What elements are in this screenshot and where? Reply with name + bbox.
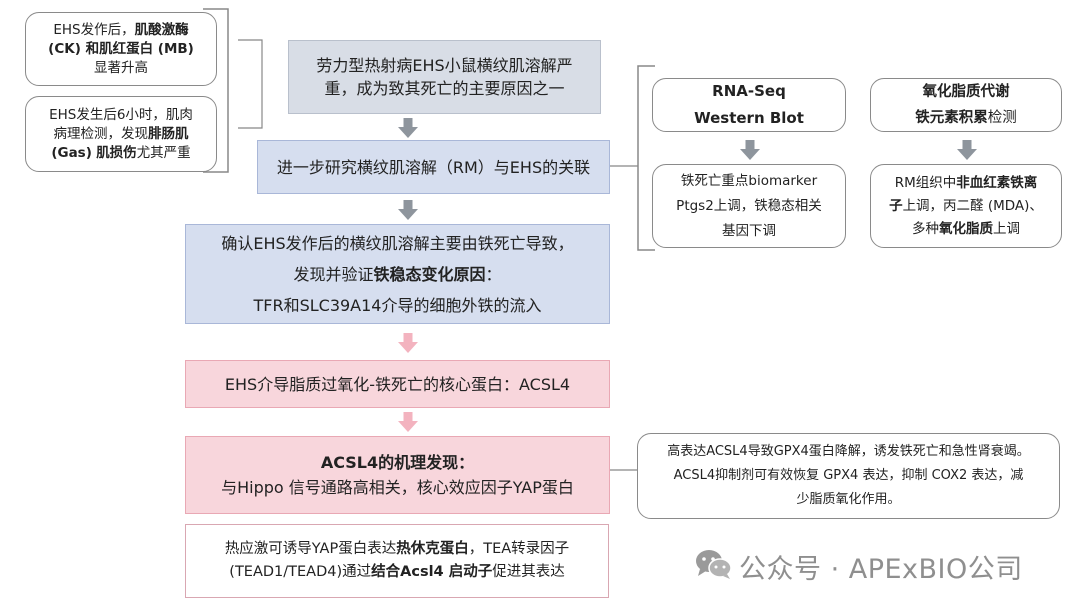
result-iron-l2-bold: 子 [889, 197, 903, 214]
flow-step-3-line3: TFR和SLC39A14介导的细胞外铁的流入 [253, 295, 542, 315]
note-gas-paren: (Gas) [51, 144, 92, 161]
left-bracket [203, 8, 229, 173]
result-iron-l1-bold: 非血红素铁离 [956, 174, 1038, 191]
note-gas-line1: EHS发生后6小时，肌肉 [49, 106, 193, 123]
result-iron: RM组织中非血红素铁离 子上调，丙二醛 (MDA)、 多种氧化脂质上调 [870, 164, 1062, 248]
flow-step-2: 进一步研究横纹肌溶解（RM）与EHS的关联 [257, 140, 610, 194]
flow-step-1-text: 劳力型热射病EHS小鼠横纹肌溶解严重，成为致其死亡的主要原因之一 [316, 56, 573, 98]
flow-step-3-line2-bold: 铁稳态变化原因 [373, 264, 486, 284]
acsl4-note-line3: 少脂质氧化作用。 [796, 492, 901, 507]
method-lipid-head1: 氧化脂质代谢 [922, 84, 1010, 100]
result-rnaseq: 铁死亡重点biomarker Ptgs2上调，铁稳态相关 基因下调 [652, 164, 846, 248]
flow-step-1: 劳力型热射病EHS小鼠横纹肌溶解严重，成为致其死亡的主要原因之一 [288, 40, 601, 114]
method-rnaseq-head1: RNA-Seq [712, 82, 786, 100]
wechat-icon [694, 547, 734, 581]
flow-step-4: EHS介导脂质过氧化-铁死亡的核心蛋白：ACSL4 [185, 360, 610, 408]
acsl4-note: 高表达ACSL4导致GPX4蛋白降解，诱发铁死亡和急性肾衰竭。 ACSL4抑制剂… [637, 433, 1060, 519]
note-gas-line2: 病理检测，发现 [53, 125, 149, 142]
result-rnaseq-line3: 基因下调 [722, 222, 776, 239]
flow-step-5-title: ACSL4的机理发现： [320, 453, 475, 472]
note-gas: EHS发生后6小时，肌肉 病理检测，发现腓肠肌 (Gas) 肌损伤尤其严重 [25, 96, 217, 172]
flow-step-6-l1-pre: 热应激可诱导YAP蛋白表达 [224, 541, 397, 557]
watermark-text: 公众号 · APExBIO公司 [739, 554, 1023, 585]
flow-step-6: 热应激可诱导YAP蛋白表达热休克蛋白，TEA转录因子 (TEAD1/TEAD4)… [185, 524, 609, 598]
result-rnaseq-line1: 铁死亡重点biomarker [680, 172, 818, 189]
note-ck-line2: (CK) 和 [48, 40, 100, 57]
flow-step-3-line2-pre: 发现并验证 [293, 264, 374, 284]
result-iron-l3-pre: 多种 [912, 220, 939, 237]
note-mb-bold: 肌红蛋白 (MB) [99, 40, 194, 57]
flow-step-5-line2: 与Hippo 信号通路高相关，核心效应因子YAP蛋白 [221, 478, 574, 497]
result-iron-l3-post: 上调 [993, 220, 1020, 237]
flow-step-6-l2-post: 促进其表达 [492, 564, 565, 580]
arrow-down-icon [398, 118, 418, 138]
flow-step-3: 确认EHS发作后的横纹肌溶解主要由铁死亡导致， 发现并验证铁稳态变化原因： TF… [185, 224, 610, 324]
flow-step-3-line2-post: ： [485, 264, 502, 284]
result-iron-l3-bold: 氧化脂质 [939, 220, 993, 237]
note-ck-text: EHS发作后， [53, 21, 135, 38]
flow-step-6-l2-pre: (TEAD1/TEAD4)通过 [229, 564, 372, 580]
method-rnaseq: RNA-Seq Western Blot [652, 78, 846, 132]
arrow-down-icon [957, 140, 977, 160]
flow-step-4-text: EHS介导脂质过氧化-铁死亡的核心蛋白：ACSL4 [224, 374, 571, 394]
right-bracket [637, 65, 655, 251]
flow-step-6-l1-post: ，TEA转录因子 [468, 541, 570, 557]
note-gas-bold1: 腓肠肌 [148, 125, 189, 142]
note-ck-bold: 肌酸激酶 [134, 21, 189, 38]
arrow-down-icon [740, 140, 760, 160]
note-gas-end: 尤其严重 [136, 144, 191, 161]
flow-step-2-text: 进一步研究横纹肌溶解（RM）与EHS的关联 [276, 157, 591, 177]
flow-step-6-l1-bold: 热休克蛋白 [396, 541, 469, 557]
arrow-down-icon [398, 200, 418, 220]
arrow-down-icon [398, 412, 418, 432]
note-gas-bold2: 肌损伤 [96, 144, 137, 161]
method-iron-head-bold: 铁元素积累 [915, 110, 988, 126]
left-bracket-link [238, 39, 263, 129]
note-ck-line3: 显著升高 [94, 59, 148, 76]
arrow-down-icon [398, 333, 418, 353]
result-iron-l2-post: 上调，丙二醛 (MDA)、 [902, 197, 1043, 214]
flow-step-3-line1: 确认EHS发作后的横纹肌溶解主要由铁死亡导致， [221, 233, 574, 253]
method-rnaseq-head2: Western Blot [694, 109, 804, 127]
flow-step-5: ACSL4的机理发现： 与Hippo 信号通路高相关，核心效应因子YAP蛋白 [185, 436, 610, 514]
method-iron-head-post: 检测 [987, 110, 1017, 126]
acsl4-note-line2: ACSL4抑制剂可有效恢复 GPX4 表达，抑制 COX2 表达，减 [673, 468, 1024, 483]
result-rnaseq-line2: Ptgs2上调，铁稳态相关 [676, 197, 822, 214]
result-iron-l1-pre: RM组织中 [894, 174, 957, 191]
acsl4-note-line1: 高表达ACSL4导致GPX4蛋白降解，诱发铁死亡和急性肾衰竭。 [667, 444, 1030, 459]
flow-step-6-l2-bold: 结合Acsl4 启动子 [371, 564, 493, 580]
method-oxidized-lipid: 氧化脂质代谢 铁元素积累检测 [870, 78, 1062, 132]
note-ck-mb: EHS发作后，肌酸激酶 (CK) 和肌红蛋白 (MB) 显著升高 [25, 12, 217, 86]
